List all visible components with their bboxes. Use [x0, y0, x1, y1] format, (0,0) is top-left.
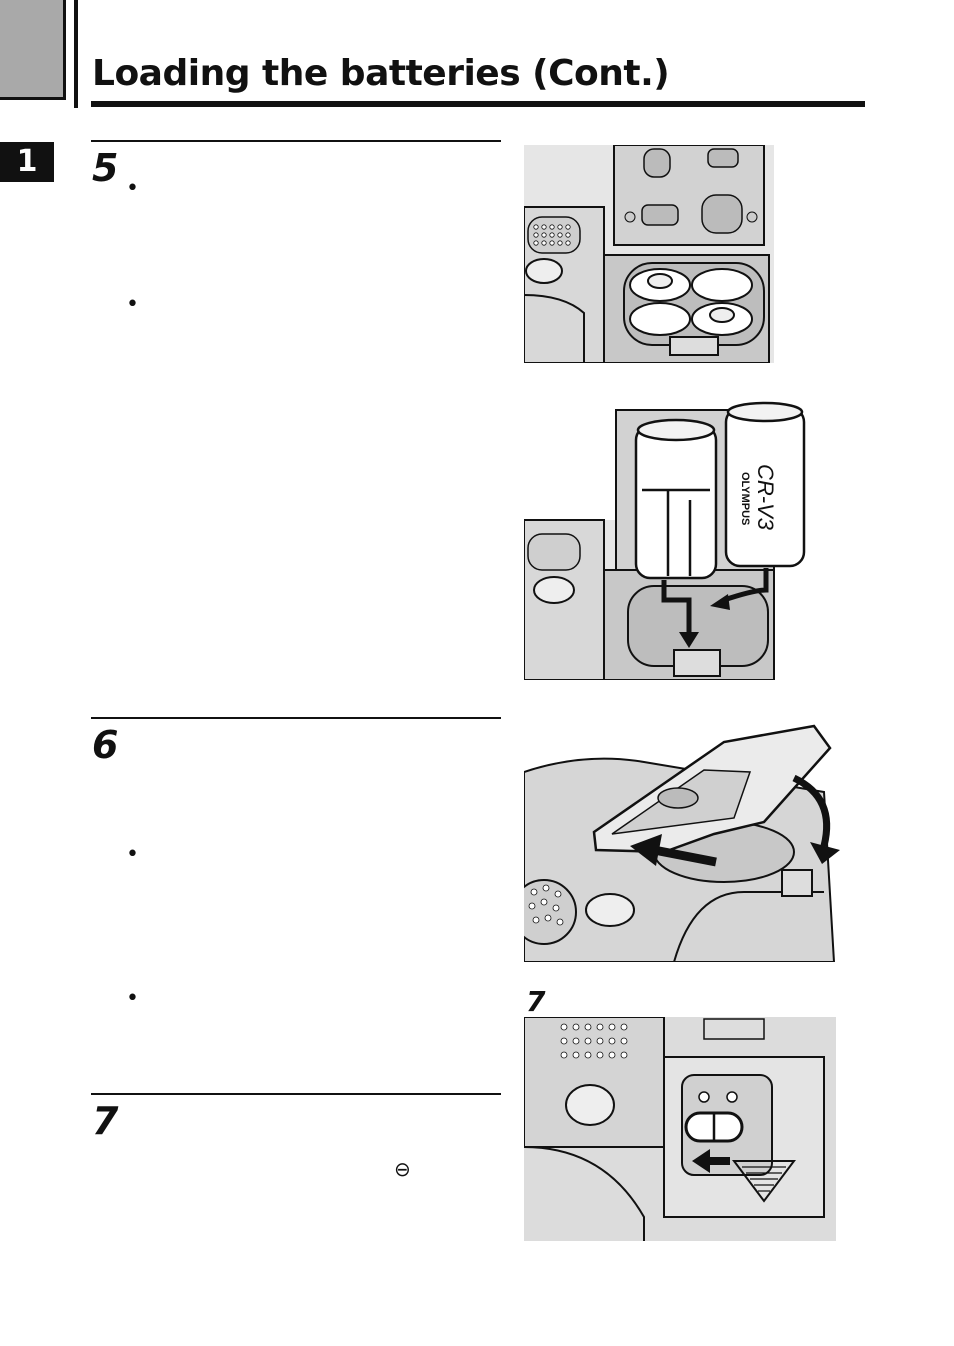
figure7-lock-switch-illustration	[524, 1017, 836, 1241]
figure7-label: 7	[526, 985, 546, 1018]
figure5-compartment-illustration	[524, 145, 774, 363]
step5-bullet-2: •	[126, 292, 139, 317]
corner-tab	[0, 0, 66, 100]
figure6-close-cover-illustration	[524, 722, 842, 962]
step5-rule	[91, 140, 501, 142]
step5-bullet-1: •	[126, 176, 139, 201]
step5-number: 5	[92, 146, 119, 190]
step7-rule	[91, 1093, 501, 1095]
power-off-symbol: ⊖	[394, 1157, 411, 1181]
chapter-tab: 1	[0, 142, 54, 182]
step6-bullet-1: •	[126, 842, 139, 867]
step6-rule	[91, 717, 501, 719]
battery-model-label: CR-V3	[753, 464, 778, 531]
figure5-battery-insertion-illustration: OLYMPUS CR-V3	[524, 400, 806, 680]
step6-bullet-2: •	[126, 986, 139, 1011]
title-rule	[91, 101, 865, 107]
step6-number: 6	[92, 723, 119, 767]
corner-line	[74, 0, 78, 108]
page-title: Loading the batteries (Cont.)	[92, 53, 670, 94]
step7-number: 7	[92, 1099, 119, 1143]
battery-brand-label: OLYMPUS	[739, 472, 751, 525]
